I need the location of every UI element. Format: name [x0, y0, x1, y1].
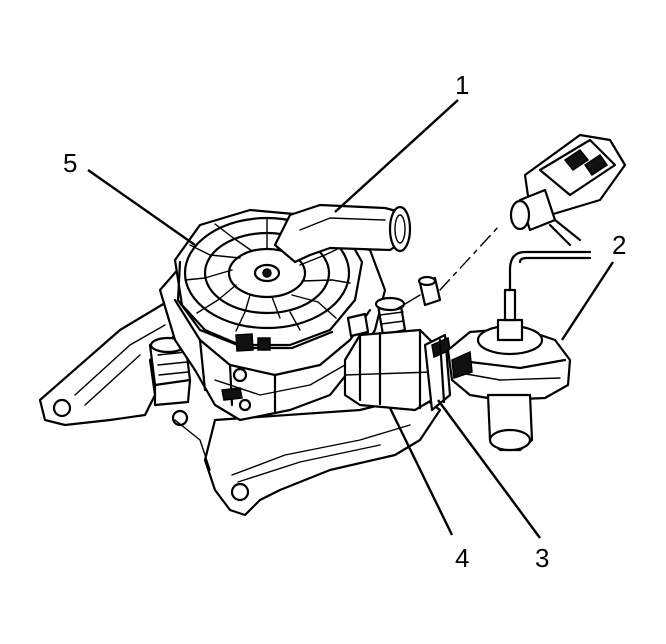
leader-line-4 — [388, 407, 454, 536]
leader-lines — [87, 99, 615, 539]
callout-4: 4 — [455, 543, 470, 573]
left-mount-stud — [148, 336, 192, 407]
callout-3: 3 — [535, 543, 550, 573]
air-valve — [446, 318, 572, 452]
callout-2: 2 — [612, 230, 627, 260]
vacuum-line — [503, 250, 592, 322]
leader-line-5 — [87, 169, 196, 246]
outlet-pipe — [273, 203, 412, 264]
solenoid-body — [343, 328, 437, 412]
callout-5: 5 — [63, 148, 78, 178]
leader-line-3 — [437, 399, 541, 539]
electrical-connector — [394, 133, 627, 311]
callout-1: 1 — [455, 70, 470, 100]
leader-line-2 — [560, 261, 615, 341]
leader-line-1 — [334, 99, 459, 213]
